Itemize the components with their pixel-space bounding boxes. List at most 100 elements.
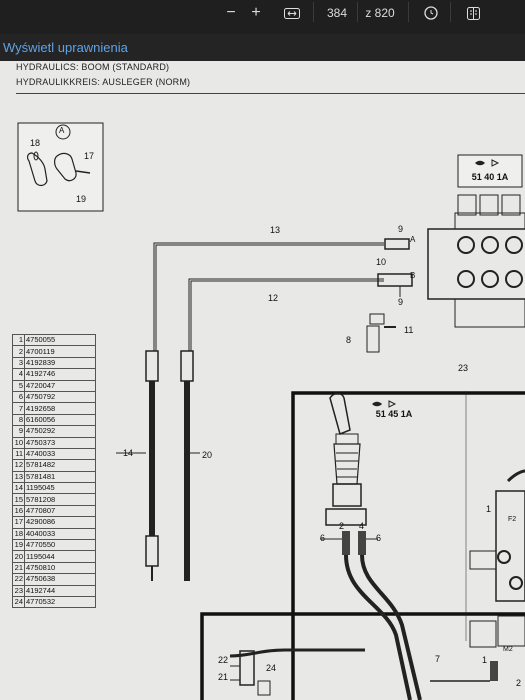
part-index: 22 <box>12 573 25 586</box>
ref-code-mid: 51 45 1A <box>375 409 413 419</box>
toolbar-divider <box>313 2 314 22</box>
permissions-link[interactable]: Wyświetl uprawnienia <box>3 40 128 55</box>
part-index: 17 <box>12 516 25 529</box>
document-page: HYDRAULICS: BOOM (STANDARD) HYDRAULIKKRE… <box>0 61 525 700</box>
valve-coil <box>469 550 497 570</box>
label-24: 24 <box>266 663 277 673</box>
elbow-fitting-drawing <box>26 152 48 187</box>
header-divider <box>16 93 525 94</box>
copy-button[interactable] <box>462 0 484 26</box>
joystick-handle <box>329 392 351 436</box>
hose-12 <box>188 278 384 351</box>
o-ring-drawing <box>33 151 39 161</box>
zoom-in-button[interactable]: + <box>251 4 261 21</box>
label-2: 2 <box>339 521 345 531</box>
viewer-toolbar: − + 384 z 820 <box>0 0 525 34</box>
part-index: 4 <box>12 368 25 381</box>
detail-callout-circle <box>55 124 71 140</box>
part-index: 15 <box>12 493 25 506</box>
label-a-port: A <box>410 235 416 244</box>
valve-port <box>505 270 523 288</box>
eye-icon <box>372 401 382 407</box>
valve-spool-bottom <box>454 298 525 328</box>
part-number: 4740033 <box>24 447 96 461</box>
ref-code-top: 51 40 1A <box>471 172 509 182</box>
ref-box-mid[interactable]: 51 45 1A <box>362 406 426 422</box>
eye-icon <box>475 160 485 166</box>
part-number: 4192744 <box>24 584 96 598</box>
label-1: 1 <box>486 504 492 514</box>
part-index: 20 <box>12 550 25 563</box>
hose-20-ferrule <box>180 350 194 382</box>
label-8: 8 <box>346 335 352 345</box>
page-number-input[interactable]: 384 <box>326 6 348 20</box>
callout-letter-a: A <box>59 126 65 135</box>
joystick-collar <box>335 433 359 445</box>
part-index: 14 <box>12 482 25 495</box>
hydraulic-diagram <box>17 122 525 700</box>
control-valve-block <box>427 228 525 300</box>
label-1-bottom: 1 <box>482 655 488 665</box>
test-point-8-cap <box>369 313 385 325</box>
part-index: 10 <box>12 436 25 449</box>
part-number: 4290086 <box>24 516 96 529</box>
part-index: 3 <box>12 356 25 370</box>
toolbar-divider <box>357 2 358 22</box>
return-hose <box>506 469 525 483</box>
fitting-24 <box>257 680 271 696</box>
part-index: 24 <box>12 595 25 609</box>
label-13: 13 <box>270 225 281 235</box>
part-index: 12 <box>12 459 25 472</box>
part-index: 2 <box>12 345 25 358</box>
part-index: 13 <box>12 470 25 484</box>
valve-spool-top <box>479 194 499 216</box>
part-number: 6160056 <box>24 413 96 427</box>
part-index: 6 <box>12 390 25 404</box>
valve-spool-row <box>454 212 525 230</box>
hose-14-ferrule <box>145 350 159 382</box>
arrow-right-icon <box>388 400 397 408</box>
part-number: 1195044 <box>24 550 96 563</box>
fit-width-icon <box>284 7 300 19</box>
doc-header-german: HYDRAULIKKREIS: AUSLEGER (NORM) <box>16 77 191 87</box>
toolbar-divider <box>450 2 451 22</box>
label-6-left: 6 <box>320 533 326 543</box>
part-index: 8 <box>12 413 25 427</box>
valve-spool-top <box>501 194 521 216</box>
part-number: 1195045 <box>24 482 96 495</box>
joystick-boot <box>333 443 361 485</box>
zoom-out-button[interactable]: − <box>226 4 236 21</box>
boot-ribs <box>336 452 358 478</box>
toolbar-divider <box>408 2 409 22</box>
part-number: 4750810 <box>24 561 96 575</box>
fitting-1 <box>490 661 498 681</box>
ref-box-top[interactable]: 51 40 1A <box>458 169 522 185</box>
hose-13-inner <box>154 243 384 351</box>
valve-port <box>481 236 499 254</box>
part-number: 5781482 <box>24 459 96 472</box>
part-number: 4770550 <box>24 539 96 552</box>
part-index: 16 <box>12 504 25 518</box>
part-index: 21 <box>12 561 25 575</box>
label-10: 10 <box>376 257 387 267</box>
part-number: 4770807 <box>24 504 96 518</box>
part-index: 11 <box>12 447 25 461</box>
valve-port <box>509 576 523 590</box>
fit-width-button[interactable] <box>280 0 304 26</box>
valve-port <box>457 236 475 254</box>
label-b-port: B <box>410 271 416 280</box>
rotate-button[interactable] <box>420 0 442 26</box>
